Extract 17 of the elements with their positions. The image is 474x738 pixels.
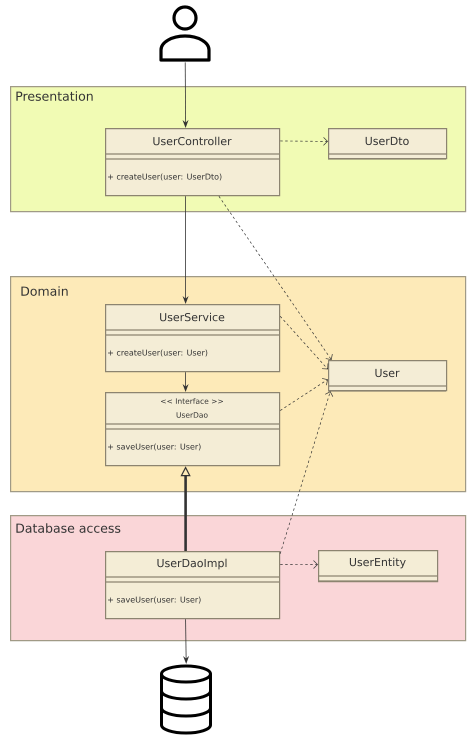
class-box: UserDaoImpl + saveUser(user: User)	[105, 551, 280, 620]
class-box: User	[328, 360, 448, 392]
dependency-arrow	[280, 316, 328, 370]
dependency-arrow	[280, 378, 328, 411]
layer-title: Domain	[21, 286, 68, 296]
layer-title: Database access	[16, 523, 120, 533]
dependency-arrow	[280, 560, 318, 569]
person-icon	[159, 5, 211, 62]
database-icon	[160, 664, 212, 734]
dependency-arrow	[280, 137, 328, 146]
dependency-arrow	[280, 391, 334, 554]
class-box: UserEntity	[318, 550, 438, 582]
layer-title: Presentation	[16, 91, 93, 101]
class-box: UserDto	[328, 128, 448, 160]
class-box: UserService + createUser(user: User)	[105, 304, 280, 372]
dependency-arrow	[218, 196, 333, 360]
class-box: UserController + createUser(user: UserDto)	[105, 128, 280, 196]
